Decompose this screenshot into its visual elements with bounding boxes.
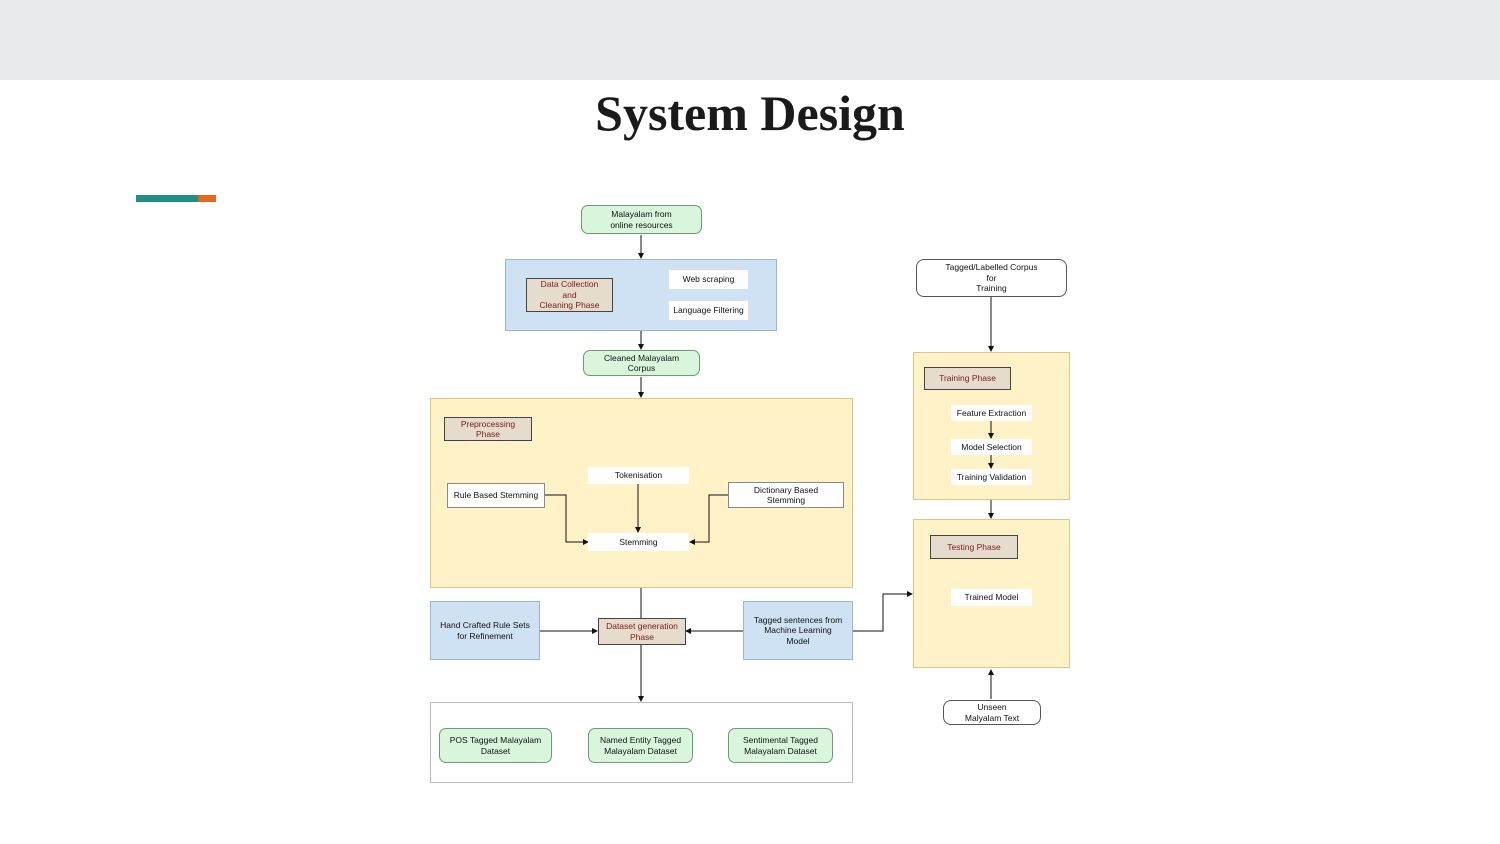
accent-bar-orange xyxy=(198,195,216,202)
dictionary-based-stemming-node: Dictionary Based Stemming xyxy=(728,482,844,508)
tagged-corpus-node: Tagged/Labelled Corpus for Training xyxy=(916,259,1067,297)
training-phase-label: Training Phase xyxy=(924,367,1011,390)
header-band xyxy=(0,0,1500,80)
accent-bar-teal xyxy=(136,195,198,202)
sentiment-dataset-node: Sentimental Tagged Malayalam Dataset xyxy=(728,728,833,763)
page-title: System Design xyxy=(595,85,905,141)
data-collection-phase-label: Data Collection and Cleaning Phase xyxy=(526,278,613,312)
dataset-generation-phase-label: Dataset generation Phase xyxy=(598,618,686,645)
trained-model-node: Trained Model xyxy=(951,589,1032,606)
stemming-node: Stemming xyxy=(588,533,689,551)
model-selection-node: Model Selection xyxy=(951,439,1032,455)
rule-based-stemming-node: Rule Based Stemming xyxy=(447,483,545,508)
source-node: Malayalam from online resources xyxy=(581,205,702,234)
cleaned-corpus-node: Cleaned Malayalam Corpus xyxy=(583,350,700,376)
training-validation-node: Training Validation xyxy=(951,469,1032,485)
hand-crafted-rules-node: Hand Crafted Rule Sets for Refinement xyxy=(430,601,540,660)
tokenisation-node: Tokenisation xyxy=(588,467,689,484)
language-filtering-node: Language Filtering xyxy=(669,301,748,320)
preprocessing-phase-label: Preprocessing Phase xyxy=(444,417,532,441)
pos-dataset-node: POS Tagged Malayalam Dataset xyxy=(439,728,552,763)
tagged-sentences-node: Tagged sentences from Machine Learning M… xyxy=(743,601,853,660)
unseen-text-node: Unseen Malyalam Text xyxy=(943,700,1041,725)
testing-phase-label: Testing Phase xyxy=(930,535,1018,559)
ner-dataset-node: Named Entity Tagged Malayalam Dataset xyxy=(588,728,693,763)
web-scraping-node: Web scraping xyxy=(669,270,748,289)
feature-extraction-node: Feature Extraction xyxy=(951,405,1032,421)
